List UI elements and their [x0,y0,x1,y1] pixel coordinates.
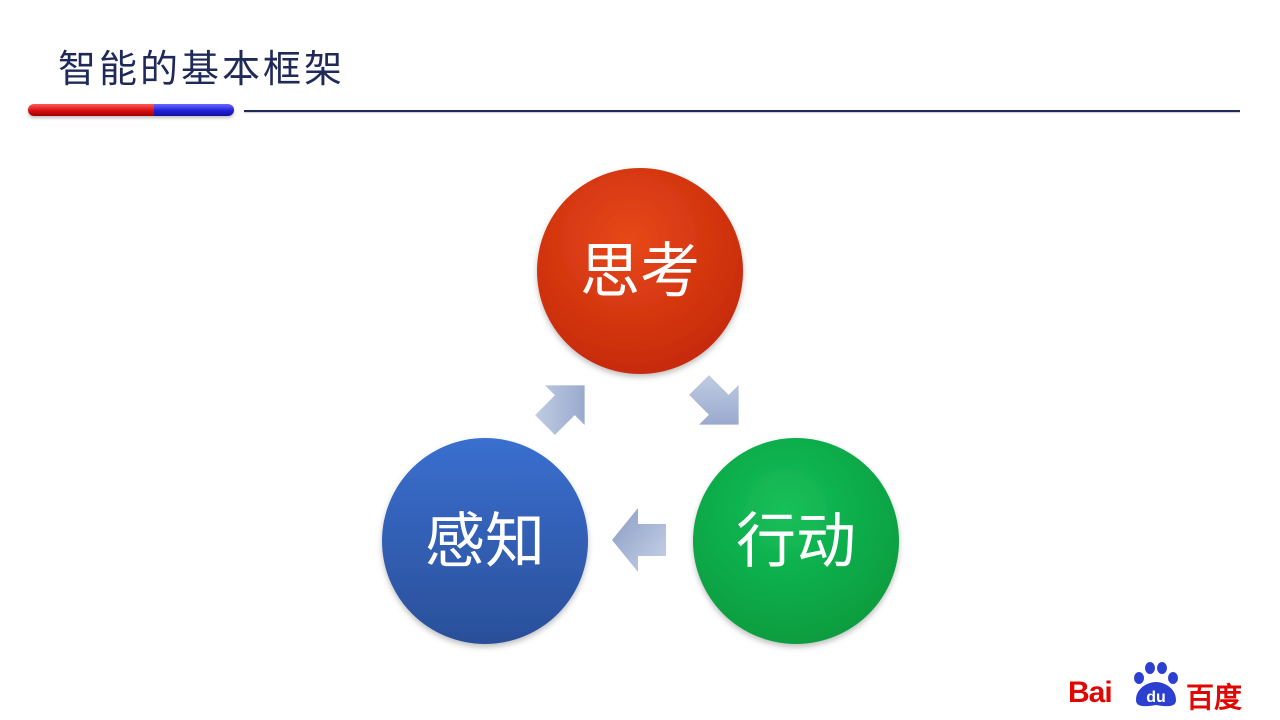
baidu-logo: Bai du 百度 [1068,660,1254,714]
node-act-circle [693,438,899,644]
node-perceive: 感知 [382,438,588,644]
title-accent-blue [154,104,234,116]
node-perceive-label: 感知 [425,507,545,577]
title-underline [244,110,1240,112]
arrow-perceive-to-think [535,385,585,435]
node-think-circle [537,168,743,374]
logo-text-bai: Bai [1068,676,1113,709]
title-accent-red [28,104,154,116]
arrow-think-to-act [689,375,739,425]
node-act: 行动 [693,438,899,644]
logo-text-du: du [1146,689,1166,706]
node-think: 思考 [537,168,743,374]
node-perceive-circle [382,438,588,644]
logo-text-cn: 百度 [1186,681,1243,714]
node-act-label: 行动 [736,507,856,577]
title-accent-bar [28,104,234,116]
paw-icon: du [1134,662,1178,707]
node-think-label: 思考 [580,237,700,307]
slide-title: 智能的基本框架 [58,47,346,91]
arrow-act-to-perceive [612,508,666,572]
